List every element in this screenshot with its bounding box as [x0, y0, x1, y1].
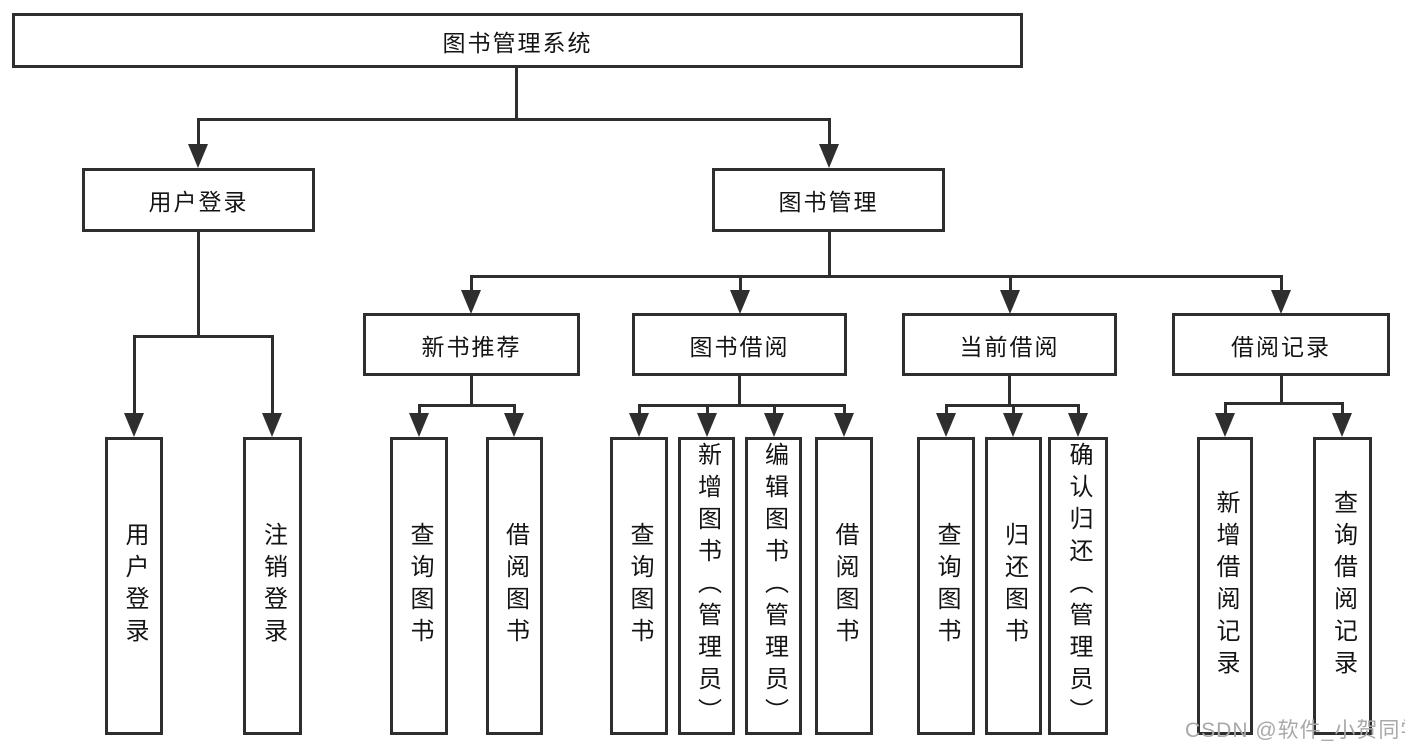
- node-br-query-record: 查询借阅记录: [1313, 437, 1372, 735]
- connector-bb-stem: [738, 376, 741, 404]
- node-root-label: 图书管理系统: [442, 29, 593, 56]
- arrow-to-current-borrowing: [1000, 290, 1020, 314]
- connector-user-login-stem: [197, 232, 200, 335]
- connector-to-bb-query-stem: [638, 404, 641, 414]
- arrow-to-book-borrowing: [730, 290, 750, 314]
- node-logout-leaf-label: 注销登录: [259, 522, 287, 650]
- arrow-to-bb-edit: [764, 413, 784, 437]
- arrow-to-cb-confirm: [1068, 413, 1088, 437]
- node-user-login-label: 用户登录: [148, 189, 249, 215]
- arrow-to-bb-add: [697, 413, 717, 437]
- node-cb-confirm-return-admin-label: 确认归还（管理员）: [1065, 442, 1092, 730]
- arrow-to-new-book-recommend: [461, 290, 481, 314]
- connector-br-stem: [1280, 376, 1283, 402]
- node-user-login-leaf-label: 用户登录: [121, 522, 148, 650]
- connector-to-bb-add-stem: [706, 404, 709, 414]
- node-bb-edit-books-admin: 编辑图书（管理员）: [745, 437, 802, 735]
- connector-cb-stem: [1008, 376, 1011, 404]
- connector-to-cb-query-stem: [945, 404, 948, 414]
- node-nbr-query-books: 查询图书: [390, 437, 448, 735]
- connector-to-current-borrowing-stem: [1009, 275, 1012, 291]
- node-borrowing-records-label: 借阅记录: [1231, 333, 1331, 360]
- node-bb-add-books-admin: 新增图书（管理员）: [678, 437, 735, 735]
- csdn-watermark: CSDN @软件_小贺同学: [1185, 719, 1405, 742]
- node-new-book-recommend-label: 新书推荐: [421, 333, 522, 360]
- arrow-to-book-management: [819, 144, 839, 168]
- connector-to-user-login-leaf-stem: [133, 335, 136, 413]
- connector-user-login-rail: [133, 335, 274, 338]
- node-current-borrowing-label: 当前借阅: [959, 333, 1060, 360]
- connector-book-management-stem: [828, 232, 831, 275]
- node-cb-return-books: 归还图书: [985, 437, 1042, 735]
- arrow-to-bb-borrow: [834, 413, 854, 437]
- node-nbr-borrow-books-label: 借阅图书: [501, 522, 529, 650]
- node-user-login-leaf: 用户登录: [105, 437, 163, 735]
- connector-to-logout-leaf-stem: [271, 335, 274, 413]
- node-root: 图书管理系统: [12, 13, 1023, 68]
- node-cb-return-books-label: 归还图书: [1000, 522, 1028, 650]
- connector-to-book-management-stem: [828, 118, 831, 146]
- arrow-to-nbr-borrow: [504, 413, 524, 437]
- arrow-to-br-query: [1332, 413, 1352, 437]
- connector-to-br-query-stem: [1341, 402, 1344, 414]
- connector-to-user-login-stem: [197, 118, 200, 146]
- connector-to-br-add-stem: [1224, 402, 1227, 414]
- connector-bb-rail: [638, 404, 845, 407]
- node-user-login: 用户登录: [82, 168, 315, 232]
- connector-level3-rail: [470, 275, 1283, 278]
- connector-to-bb-edit-stem: [773, 404, 776, 414]
- node-book-management-label: 图书管理: [778, 189, 879, 215]
- arrow-to-user-login: [188, 144, 208, 168]
- connector-to-nbr-query-stem: [418, 404, 421, 414]
- connector-to-cb-return-stem: [1012, 404, 1015, 414]
- node-bb-borrow-books: 借阅图书: [815, 437, 873, 735]
- node-current-borrowing: 当前借阅: [902, 313, 1117, 376]
- arrow-to-cb-query: [936, 413, 956, 437]
- connector-nbr-stem: [470, 376, 473, 404]
- connector-to-nbr-borrow-stem: [513, 404, 516, 414]
- connector-to-bb-borrow-stem: [843, 404, 846, 414]
- connector-level1-rail: [197, 118, 831, 121]
- node-cb-query-books-label: 查询图书: [933, 522, 960, 650]
- node-br-add-record-label: 新增借阅记录: [1212, 490, 1239, 682]
- connector-to-book-borrowing-stem: [739, 275, 742, 291]
- node-bb-borrow-books-label: 借阅图书: [831, 522, 858, 650]
- arrow-to-nbr-query: [409, 413, 429, 437]
- connector-to-borrowing-records-stem: [1280, 275, 1283, 291]
- node-book-borrowing-label: 图书借阅: [689, 333, 790, 360]
- arrow-to-bb-query: [629, 413, 649, 437]
- node-cb-confirm-return-admin: 确认归还（管理员）: [1048, 437, 1108, 735]
- connector-to-new-book-recommend-stem: [470, 275, 473, 291]
- node-book-management: 图书管理: [712, 168, 945, 232]
- node-borrowing-records: 借阅记录: [1172, 313, 1390, 376]
- arrow-to-logout-leaf: [262, 413, 282, 437]
- node-br-query-record-label: 查询借阅记录: [1329, 490, 1357, 682]
- node-cb-query-books: 查询图书: [917, 437, 975, 735]
- arrow-to-user-login-leaf: [124, 413, 144, 437]
- node-nbr-query-books-label: 查询图书: [406, 522, 433, 650]
- connector-root-stem: [515, 68, 518, 118]
- node-nbr-borrow-books: 借阅图书: [486, 437, 543, 735]
- node-logout-leaf: 注销登录: [243, 437, 302, 735]
- connector-nbr-rail: [418, 404, 515, 407]
- node-bb-edit-books-admin-label: 编辑图书（管理员）: [760, 442, 788, 730]
- connector-to-cb-confirm-stem: [1077, 404, 1080, 414]
- node-br-add-record: 新增借阅记录: [1197, 437, 1253, 735]
- node-bb-query-books: 查询图书: [610, 437, 668, 735]
- node-bb-query-books-label: 查询图书: [626, 522, 653, 650]
- arrow-to-br-add: [1215, 413, 1235, 437]
- node-new-book-recommend: 新书推荐: [363, 313, 580, 376]
- node-bb-add-books-admin-label: 新增图书（管理员）: [693, 442, 721, 730]
- node-book-borrowing: 图书借阅: [632, 313, 847, 376]
- arrow-to-cb-return: [1003, 413, 1023, 437]
- arrow-to-borrowing-records: [1271, 290, 1291, 314]
- connector-br-rail: [1224, 402, 1343, 405]
